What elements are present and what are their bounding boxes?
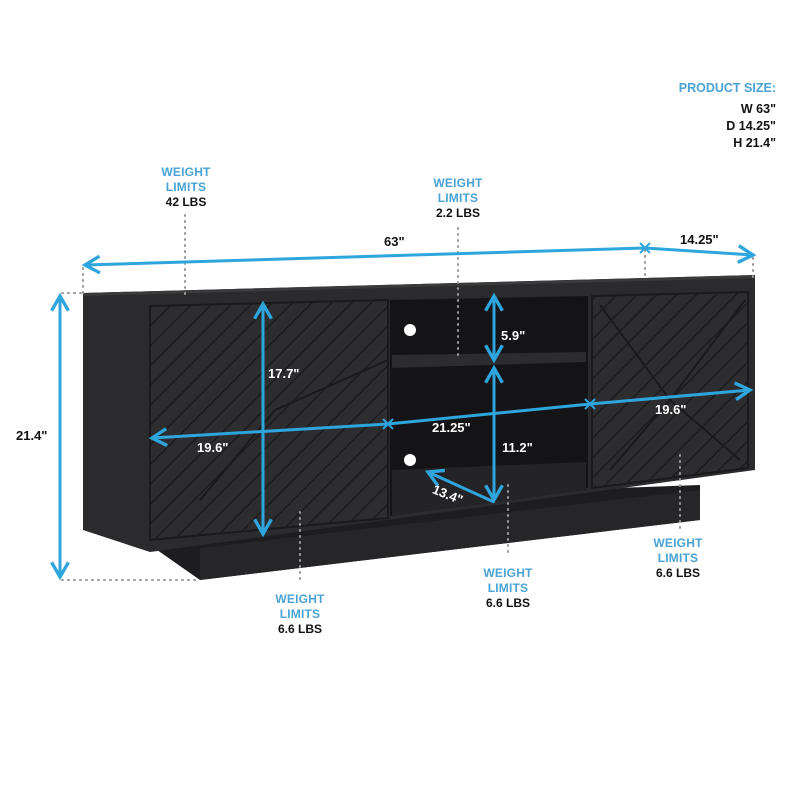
dim-left-door-height: 17.7" xyxy=(268,366,300,381)
dimension-lines xyxy=(50,244,757,581)
dim-overall-depth: 14.25" xyxy=(680,232,719,247)
weight-limit-right-cabinet: WEIGHT LIMITS 6.6 LBS xyxy=(653,536,703,580)
dim-left-door-width: 19.6" xyxy=(197,440,229,455)
product-size-title: PRODUCT SIZE: xyxy=(678,81,776,95)
right-door xyxy=(591,290,749,490)
depth-arrow xyxy=(644,244,757,264)
dim-center-width: 21.25" xyxy=(432,420,471,435)
dim-overall-height: 21.4" xyxy=(16,428,48,443)
product-height: H 21.4" xyxy=(733,136,776,150)
dim-upper-shelf-height: 5.9" xyxy=(501,328,526,343)
leader-lines xyxy=(61,214,754,581)
product-size-panel: PRODUCT SIZE: W 63" D 14.25" H 21.4" xyxy=(679,80,776,152)
left-door xyxy=(149,298,389,542)
dim-right-door-width: 19.6" xyxy=(655,402,687,417)
product-depth: D 14.25" xyxy=(726,119,776,133)
right-door-width-arrow xyxy=(589,381,754,406)
left-door-width-arrow xyxy=(148,422,389,448)
width-arrow xyxy=(81,246,646,275)
dim-lower-shelf-height: 11.2" xyxy=(502,440,533,455)
product-width: W 63" xyxy=(740,102,776,116)
weight-limit-center-bottom: WEIGHT LIMITS 6.6 LBS xyxy=(483,566,533,610)
cross-marks xyxy=(382,242,651,430)
cable-hole-lower xyxy=(404,454,416,466)
plinth-base xyxy=(150,485,700,580)
shelf-depth-arrow xyxy=(424,468,495,504)
dim-overall-width: 63" xyxy=(384,234,405,249)
weight-limit-upper-shelf: WEIGHT LIMITS 2.2 LBS xyxy=(433,176,483,220)
weight-limit-left-cabinet: WEIGHT LIMITS 6.6 LBS xyxy=(275,592,325,636)
cable-hole-upper xyxy=(404,324,416,336)
weight-limit-top: WEIGHT LIMITS 42 LBS xyxy=(161,165,211,209)
